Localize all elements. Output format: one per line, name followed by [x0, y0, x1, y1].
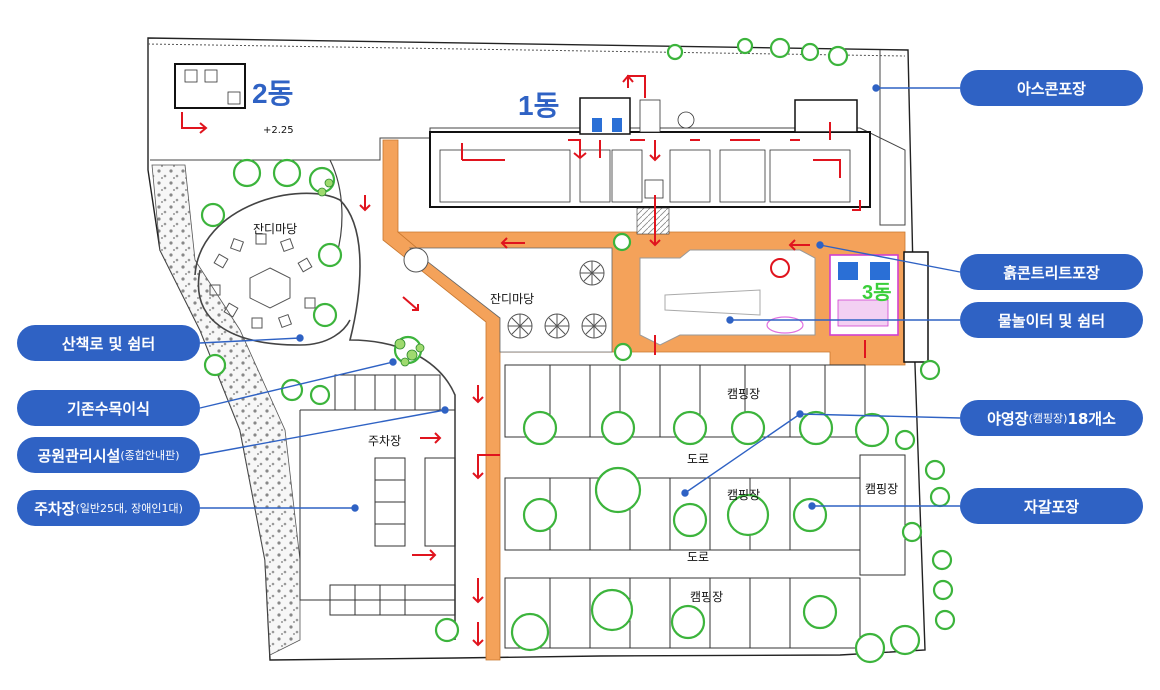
- label-asphalt: 아스콘포장: [960, 70, 1143, 106]
- campsite-text-2: 캠핑장: [727, 488, 761, 502]
- label-trail-text: 산책로 및 쉼터: [61, 334, 156, 353]
- shade-umbrellas: [507, 260, 607, 339]
- rock-edge: [151, 164, 301, 656]
- building-1-label: 1동: [518, 90, 560, 121]
- leader-lines: [199, 84, 961, 512]
- label-soil-concrete: 흙콘트리트포장: [960, 254, 1143, 290]
- campsite-text-3: 캠핑장: [865, 482, 899, 496]
- label-campsite: 야영장(캠핑장)18개소: [960, 400, 1143, 436]
- parking-text: 주차장: [368, 434, 402, 448]
- label-campsite-sub: (캠핑장): [1028, 412, 1068, 425]
- label-transplant-text: 기존수목이식: [67, 399, 150, 418]
- label-campsite-count: 18개소: [1067, 409, 1116, 428]
- building-1: [429, 97, 871, 235]
- label-transplant: 기존수목이식: [17, 390, 200, 426]
- road-text-2: 도로: [687, 550, 710, 564]
- trees: [200, 37, 956, 664]
- label-parking-text: 주차장: [34, 499, 76, 518]
- label-water-play: 물놀이터 및 쉼터: [960, 302, 1143, 338]
- label-facility-sub: (종합안내판): [120, 449, 180, 462]
- campsite-text-4: 캠핑장: [690, 590, 724, 604]
- label-parking: 주차장(일반25대, 장애인1대): [17, 490, 200, 526]
- circulation-arrows: [181, 74, 866, 647]
- parking-area: [299, 374, 456, 616]
- lawn-left-text: 잔디마당: [253, 222, 298, 236]
- label-gravel: 자갈포장: [960, 488, 1143, 524]
- elevation-text: +2.25: [263, 125, 294, 136]
- round-shelter: [403, 247, 429, 273]
- label-campsite-text: 야영장: [987, 409, 1029, 428]
- label-asphalt-text: 아스콘포장: [1016, 79, 1086, 98]
- label-gravel-text: 자갈포장: [1023, 497, 1080, 516]
- campsite-text-1: 캠핑장: [727, 387, 761, 401]
- building-3: [829, 251, 929, 363]
- label-parking-sub: (일반25대, 장애인1대): [75, 502, 183, 515]
- label-facility: 공원관리시설(종합안내판): [17, 437, 200, 473]
- road-text-1: 도로: [687, 452, 710, 466]
- label-trail: 산책로 및 쉼터: [17, 325, 200, 361]
- label-facility-text: 공원관리시설: [37, 446, 121, 465]
- building-2: [174, 63, 246, 109]
- label-water-play-text: 물놀이터 및 쉼터: [997, 311, 1106, 330]
- pavilion-layout: [209, 233, 316, 329]
- label-soil-concrete-text: 흙콘트리트포장: [1003, 263, 1100, 282]
- lawn-center-text: 잔디마당: [490, 292, 535, 306]
- building-2-label: 2동: [252, 78, 294, 109]
- building-3-label: 3동: [862, 282, 892, 304]
- water-playground: [639, 249, 816, 346]
